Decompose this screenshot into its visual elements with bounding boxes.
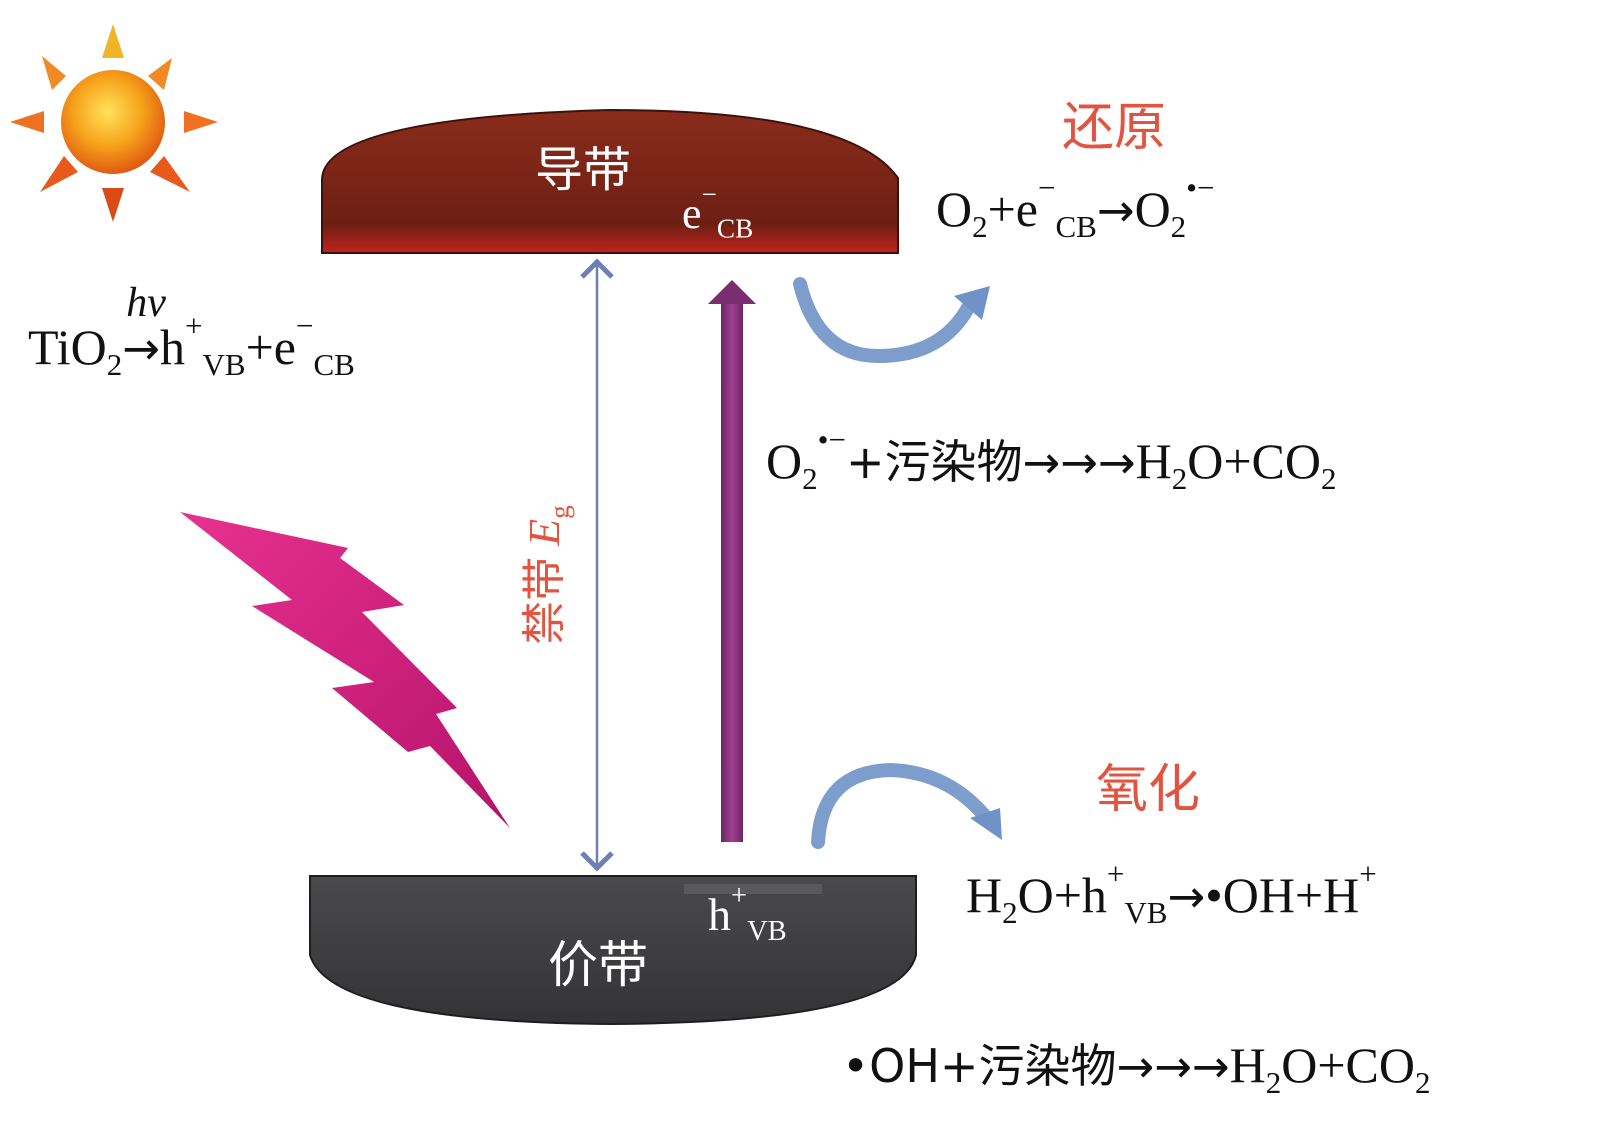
reduction-curved-arrow: [793, 277, 990, 364]
oxidation-title: 氧化: [1096, 760, 1201, 820]
valence-band: [309, 875, 917, 1026]
oxidation-equation-2: •OH+污染物→→→H2O+CO2: [842, 1037, 1431, 1100]
reduction-equation-1: O2+e−CB→O2•−: [936, 170, 1215, 244]
excitation-arrow: [708, 280, 756, 842]
sun-icon: [10, 24, 218, 222]
lightning-icon: [180, 512, 510, 828]
valence-carrier-highlight: [684, 884, 822, 894]
oxidation-curved-arrow: [811, 762, 1002, 849]
conduction-band: [321, 108, 899, 254]
reduction-title: 还原: [1062, 98, 1167, 158]
oxidation-equation-1: H2O+h+VB→•OH+H+: [966, 856, 1377, 930]
reduction-equation-2: O2•−+污染物→→→H2O+CO2: [766, 422, 1337, 496]
conduction-band-label: 导带: [535, 142, 632, 198]
conduction-band-carrier: e−CB: [682, 179, 754, 244]
band-gap-label: 禁带 Eg: [519, 505, 575, 645]
valence-band-label: 价带: [548, 936, 648, 994]
valence-band-carrier: h+VB: [708, 880, 787, 947]
